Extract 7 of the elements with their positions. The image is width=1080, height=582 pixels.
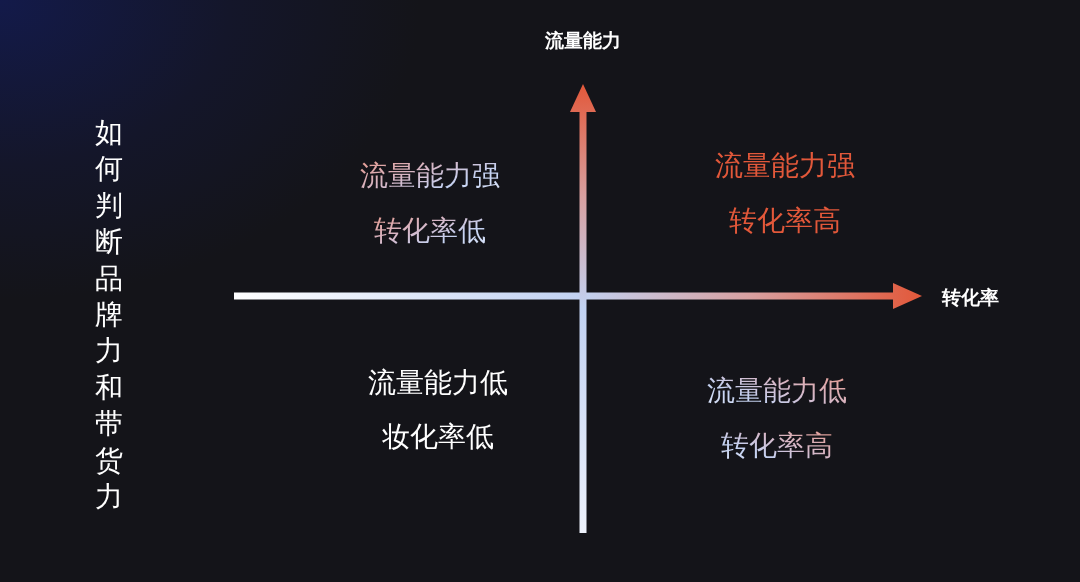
axis-label: 流量能力 xyxy=(545,28,621,52)
quadrant-label: 妆化率低 xyxy=(382,420,494,454)
quadrant-label: 流量能力低 xyxy=(368,366,508,400)
quadrant-label: 流量能力强 xyxy=(715,149,855,183)
axis-label: 转化率 xyxy=(941,285,999,309)
quadrant-label: 转化率高 xyxy=(729,204,841,238)
vertical-title: 如何判断品牌力和带货力 xyxy=(95,115,123,515)
